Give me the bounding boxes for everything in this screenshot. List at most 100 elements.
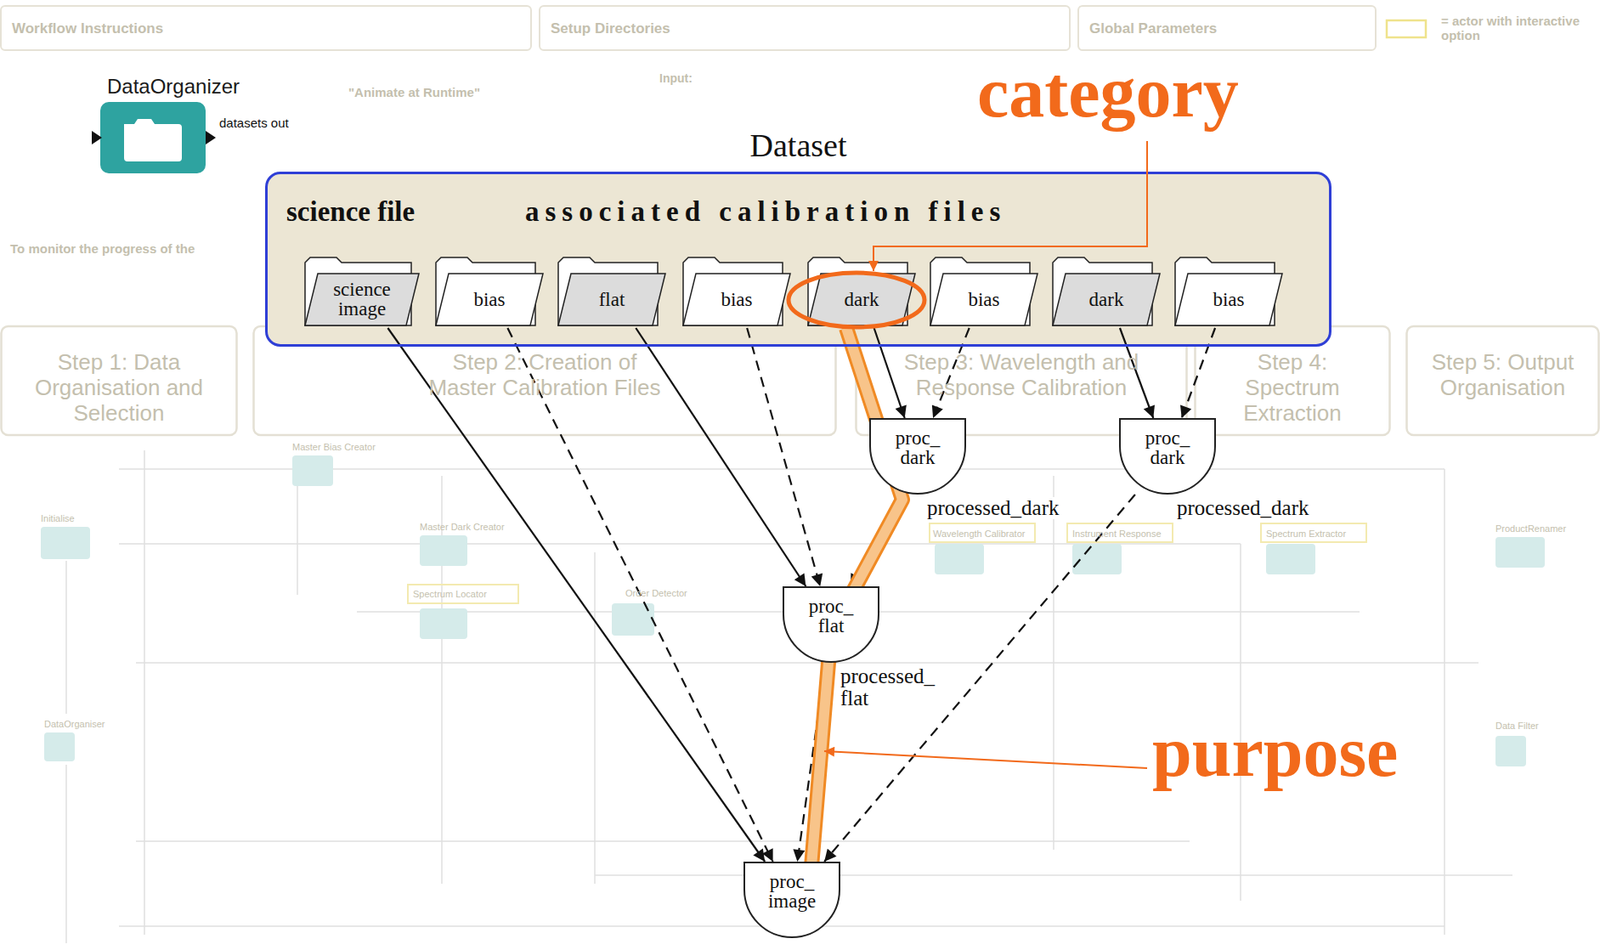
dataset-box: Datasetscience fileassociated calibratio… — [265, 171, 1332, 347]
actor-box — [934, 543, 984, 575]
actor-box — [1266, 543, 1316, 575]
file-folder: bias — [1172, 254, 1285, 328]
leader-line — [824, 751, 1148, 769]
edge-label: processed_dark — [1174, 497, 1312, 520]
node-text: Step 1: Data Organisation and Selection — [12, 350, 226, 427]
file-folder: dark — [1050, 254, 1163, 328]
process-node: proc_ image — [743, 861, 841, 939]
dashed-arrow — [1181, 327, 1216, 419]
dashed-arrow — [746, 327, 820, 587]
annotation: Order Detector — [625, 587, 688, 599]
annotation: Instrument Response — [1072, 528, 1162, 539]
node-text: dark — [1089, 289, 1125, 310]
faded-wires — [66, 450, 1513, 944]
icon-body — [100, 101, 206, 174]
edge-label: processed_dark — [924, 497, 1063, 520]
actor-box — [292, 455, 334, 487]
folder-front — [808, 273, 916, 326]
folder-front — [1052, 273, 1160, 326]
node-text: Step 2: Creation of Master Calibration F… — [417, 350, 673, 402]
annotation: "Animate at Runtime" — [348, 84, 481, 100]
solid-arrow — [635, 327, 806, 587]
folder-front — [683, 273, 791, 326]
node-text: Step 5: Output Organisation — [1418, 350, 1589, 402]
step-panel: Step 2: Creation of Master Calibration F… — [252, 326, 837, 436]
folder-front — [930, 273, 1038, 326]
node-text: science image — [322, 279, 402, 319]
annotation: Input: — [659, 71, 693, 85]
node-text: Dataset — [267, 126, 1329, 164]
node-text: DataOrganizer — [91, 74, 240, 99]
category-ring — [788, 272, 925, 328]
node-text: proc_ dark — [895, 428, 940, 468]
node-text: bias — [1212, 289, 1244, 310]
process-outline — [744, 862, 840, 938]
dashed-arrow — [507, 327, 773, 862]
node-text: bias — [473, 289, 505, 310]
node-text: Workflow Instructions — [1, 6, 531, 38]
annotation: DataOrganiser — [44, 718, 106, 730]
actor-box — [419, 535, 468, 566]
file-folder: science image — [302, 254, 422, 328]
folder-front — [305, 273, 419, 326]
process-outline — [783, 587, 879, 662]
node-text: proc_ dark — [1145, 428, 1190, 468]
annotation: Master Dark Creator — [419, 521, 505, 532]
actor-box — [40, 526, 91, 560]
interactive-outline — [1067, 523, 1173, 543]
process-outline — [1119, 418, 1216, 494]
annotation: Wavelength Calibrator — [932, 528, 1025, 539]
node-text: bias — [720, 289, 752, 310]
annotation: Master Bias Creator — [292, 441, 376, 453]
organizer-icon — [91, 101, 216, 174]
step-panel: Step 1: Data Organisation and Selection — [0, 326, 238, 436]
node-text: bias — [967, 289, 1000, 310]
panel-header: Setup Directories — [538, 5, 1071, 51]
legend-text: = actor with interactive option — [1441, 13, 1591, 44]
panel-header: Global Parameters — [1077, 5, 1377, 51]
folder-front — [1175, 273, 1283, 326]
node-text: Setup Directories — [540, 6, 1069, 38]
wire — [66, 450, 1513, 944]
step-outline — [1407, 326, 1600, 436]
file-folder: flat — [555, 254, 668, 328]
folder-front — [435, 273, 543, 326]
process-outline — [870, 418, 966, 494]
node-text: proc_ flat — [808, 596, 854, 636]
annotation: Initialise — [40, 513, 75, 524]
actor-box — [1495, 735, 1527, 767]
interactive-outline — [407, 584, 519, 604]
annotation: Spectrum Locator — [412, 588, 487, 600]
step-outline — [1, 326, 238, 436]
step-panel: Step 4: Spectrum Extraction — [1193, 326, 1391, 436]
panel-header: Workflow Instructions — [0, 5, 532, 51]
annotation: To monitor the progress of the — [10, 241, 195, 256]
callout-word: purpose — [1152, 710, 1398, 793]
actor-box — [419, 608, 468, 639]
annotation: ProductRenamer — [1495, 523, 1567, 534]
folder-front — [558, 273, 666, 326]
node-text: proc_ image — [768, 871, 816, 911]
legend-sample — [1386, 20, 1426, 38]
process-node: proc_ dark — [1119, 418, 1216, 495]
file-folder: bias — [927, 254, 1041, 328]
edge-label: processed_ flat — [837, 665, 938, 711]
node-text: science file — [286, 196, 415, 228]
interactive-outline — [1260, 523, 1367, 543]
actor-box — [1495, 537, 1545, 568]
annotation: Spectrum Extractor — [1266, 528, 1346, 539]
dataset-fill — [266, 173, 1330, 345]
node-text: Step 4: Spectrum Extraction — [1207, 350, 1378, 427]
port — [91, 130, 216, 145]
icon-folder — [124, 118, 182, 162]
interactive-outline — [929, 523, 1035, 543]
node-text: Step 3: Wavelength and Response Calibrat… — [881, 350, 1162, 402]
file-folder: dark — [805, 254, 918, 328]
actor-box — [44, 732, 75, 762]
leader-line — [873, 141, 1148, 272]
node-text: flat — [599, 289, 626, 310]
actor-icon: DataOrganizer — [91, 74, 240, 174]
file-folder: bias — [433, 254, 546, 328]
annotation: datasets out — [219, 115, 289, 131]
